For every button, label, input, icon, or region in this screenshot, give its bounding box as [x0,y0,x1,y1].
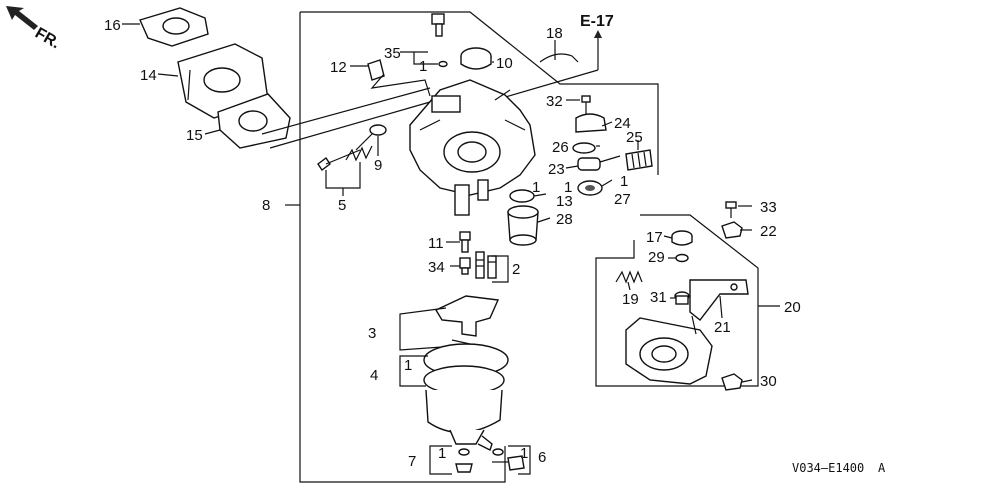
part-23 [577,155,621,171]
clip-12 [367,59,385,81]
callout-12: 12 [330,59,347,76]
callout-15: 15 [186,127,203,144]
jet-11 [459,231,471,253]
callout-23: 23 [548,161,565,178]
callout-2: 2 [512,261,520,278]
carburetor-assembly-frame [300,11,659,175]
screw-set-5 [317,145,373,172]
screw-33 [725,201,737,218]
callout-1-left-27: 1 [564,179,572,196]
screw-35 [431,13,445,37]
callout-14: 14 [140,67,157,84]
callout-16: 16 [104,17,121,34]
float-bowl-4 [423,343,509,451]
callout-7: 7 [408,453,416,470]
bracket-20 [625,315,713,385]
screw-7 [455,448,473,473]
washer-26 [572,142,596,154]
callout-29: 29 [648,249,665,266]
callout-1-13: 1 [532,179,540,196]
callout-35: 35 [384,45,401,62]
screw-32 [581,95,591,114]
float-3 [435,295,500,345]
callout-1-6: 1 [520,445,528,462]
callout-17: 17 [646,229,663,246]
callout-31: 31 [650,289,667,306]
callout-21: 21 [714,319,731,336]
callout-3: 3 [368,325,376,342]
washer-1-top [438,60,448,68]
callout-1-bowl: 1 [404,357,412,374]
callout-13: 13 [556,193,573,210]
callout-34: 34 [428,259,445,276]
diagram-code: V034–E1400 [792,461,864,475]
callout-33: 33 [760,199,777,216]
front-direction-arrow-icon: FR. [6,6,63,52]
callout-22: 22 [760,223,777,240]
callout-24: 24 [614,115,631,132]
callout-4: 4 [370,367,378,384]
callout-1-7: 1 [438,445,446,462]
callout-1-right-27: 1 [620,173,628,190]
spring-18 [539,53,579,63]
gasket-16 [139,7,209,47]
callout-19: 19 [622,291,639,308]
reference-label: E-17 [580,13,614,30]
callout-6: 6 [538,449,546,466]
callout-8: 8 [262,197,270,214]
gasket-15 [217,93,291,149]
washer-29 [675,253,689,263]
jet-34 [459,257,471,275]
diagram-code-suffix: A [878,461,886,475]
callout-30: 30 [760,373,777,390]
e17-reference-arrow-icon [501,30,602,108]
callout-28: 28 [556,211,573,228]
part-25 [625,149,653,171]
callout-20: 20 [784,299,801,316]
lever-21 [689,279,749,321]
callout-26: 26 [552,139,569,156]
callout-1-top: 1 [419,58,427,75]
choke-bracket-frame [595,214,759,387]
callout-9: 9 [374,157,382,174]
callout-25: 25 [626,129,643,146]
spring-19 [615,270,643,284]
callout-18: 18 [546,25,563,42]
callout-11: 11 [428,235,444,252]
collar-31 [674,291,690,305]
leader-lines [122,23,753,383]
callout-32: 32 [546,93,563,110]
callout-10: 10 [496,55,513,72]
valve-28 [507,205,539,246]
carburetor-body [409,79,536,216]
callout-labels: 16 14 15 35 1 12 10 18 32 24 25 26 23 1 … [104,17,801,470]
callout-5: 5 [338,197,346,214]
cap-10 [460,47,492,70]
o-ring-13 [509,189,535,203]
direction-label: FR. [32,25,63,53]
cap-17 [671,230,693,246]
nut-22 [721,221,743,239]
cover-24 [575,113,607,133]
callout-27: 27 [614,191,631,208]
screw-6 [492,448,525,471]
nut-30 [721,373,743,391]
screw-9 [355,124,387,151]
